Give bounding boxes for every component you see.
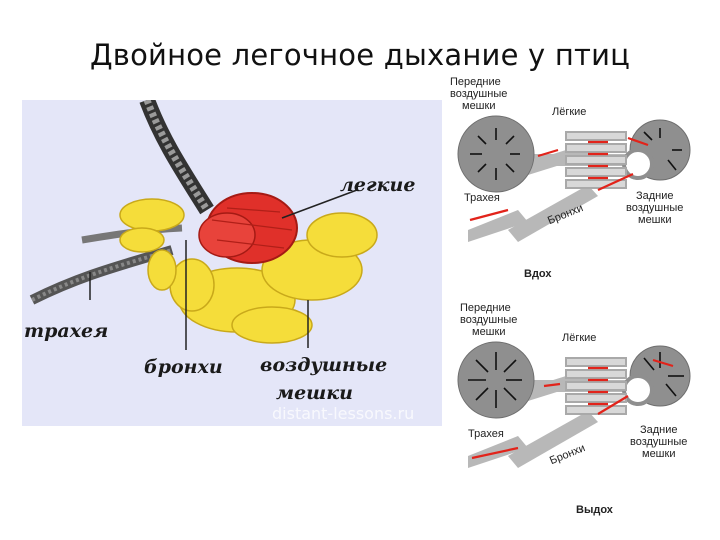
exhale-scheme-drawing <box>457 341 691 468</box>
exhale-posterior-label-1: Задние <box>640 424 678 436</box>
exhale-scheme: Передние воздушные мешки Лёгкие Трахея Б… <box>448 296 698 522</box>
watermark: distant-lessons.ru <box>272 404 415 423</box>
label-air-sacs-1: воздушные <box>260 354 388 376</box>
exhale-anterior-label-1: Передние <box>460 302 511 314</box>
inhale-trachea-label: Трахея <box>464 192 500 204</box>
inhale-scheme: Передние воздушные мешки Лёгкие Трахея Б… <box>448 70 698 280</box>
exhale-anterior-label-3: мешки <box>472 326 506 338</box>
inhale-posterior-label-1: Задние <box>636 190 674 202</box>
inhale-caption: Вдох <box>524 268 552 280</box>
exhale-trachea-label: Трахея <box>468 428 504 440</box>
exhale-anterior-label-2: воздушные <box>460 314 518 326</box>
bird-respiratory-illustration: легкие трахея бронхи воздушные мешки dis… <box>22 100 442 426</box>
inhale-lungs-label: Лёгкие <box>552 106 587 118</box>
exhale-caption: Выдох <box>576 504 613 516</box>
slide-title: Двойное легочное дыхание у птиц <box>89 38 631 72</box>
respiratory-organs-drawing <box>29 100 378 350</box>
label-trachea: трахея <box>24 320 109 342</box>
inhale-scheme-drawing <box>457 115 691 242</box>
inhale-posterior-label-2: воздушные <box>626 202 684 214</box>
label-lungs: легкие <box>340 174 416 196</box>
inhale-anterior-label-3: мешки <box>462 100 496 112</box>
label-bronchi: бронхи <box>144 356 223 378</box>
inhale-posterior-label-3: мешки <box>638 214 672 226</box>
exhale-lungs-label: Лёгкие <box>562 332 597 344</box>
inhale-anterior-label-2: воздушные <box>450 88 508 100</box>
exhale-posterior-label-3: мешки <box>642 448 676 460</box>
exhale-posterior-label-2: воздушные <box>630 436 688 448</box>
label-air-sacs-2: мешки <box>276 382 353 404</box>
inhale-anterior-label-1: Передние <box>450 76 501 88</box>
